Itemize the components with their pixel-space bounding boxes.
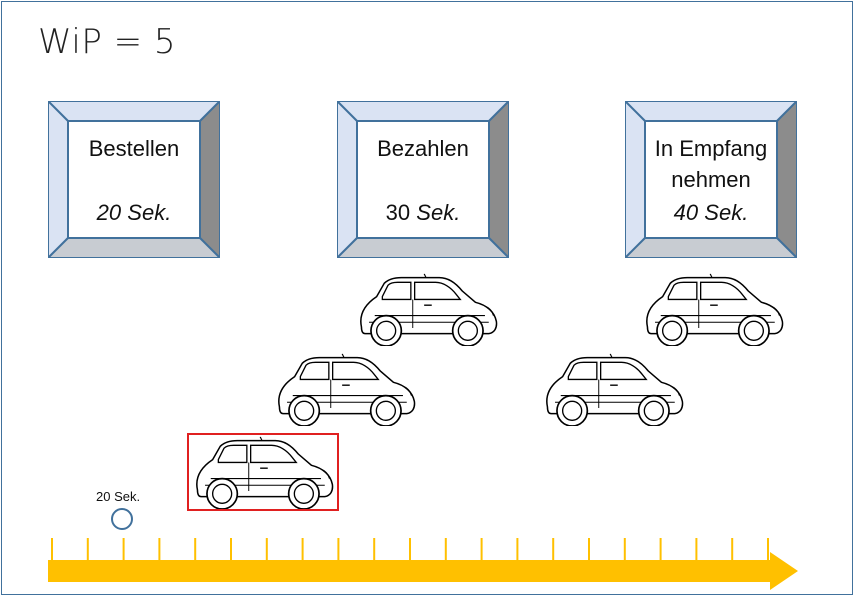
- station-time: 30 Sek.: [385, 200, 461, 225]
- current-car-highlight: [187, 433, 339, 511]
- wip-label: WiP = 5: [38, 22, 177, 62]
- station-bestellen: Bestellen 20 Sek.: [48, 101, 220, 258]
- station-name: Bestellen: [88, 136, 180, 161]
- station-name: In Empfang nehmen: [654, 136, 768, 192]
- station-bevel-box: [337, 101, 509, 258]
- station-time: 40 Sek.: [673, 200, 749, 225]
- station-bezahlen: Bezahlen 30 Sek.: [337, 101, 509, 258]
- station-time: 20 Sek.: [96, 200, 172, 225]
- time-marker-circle: [111, 508, 133, 530]
- station-name: Bezahlen: [377, 136, 469, 161]
- station-bevel-box: [48, 101, 220, 258]
- station-in-empfang-nehmen: In Empfang nehmen 40 Sek.: [625, 101, 797, 258]
- time-marker-label: 20 Sek.: [96, 489, 141, 504]
- station-bevel-box: [625, 101, 797, 258]
